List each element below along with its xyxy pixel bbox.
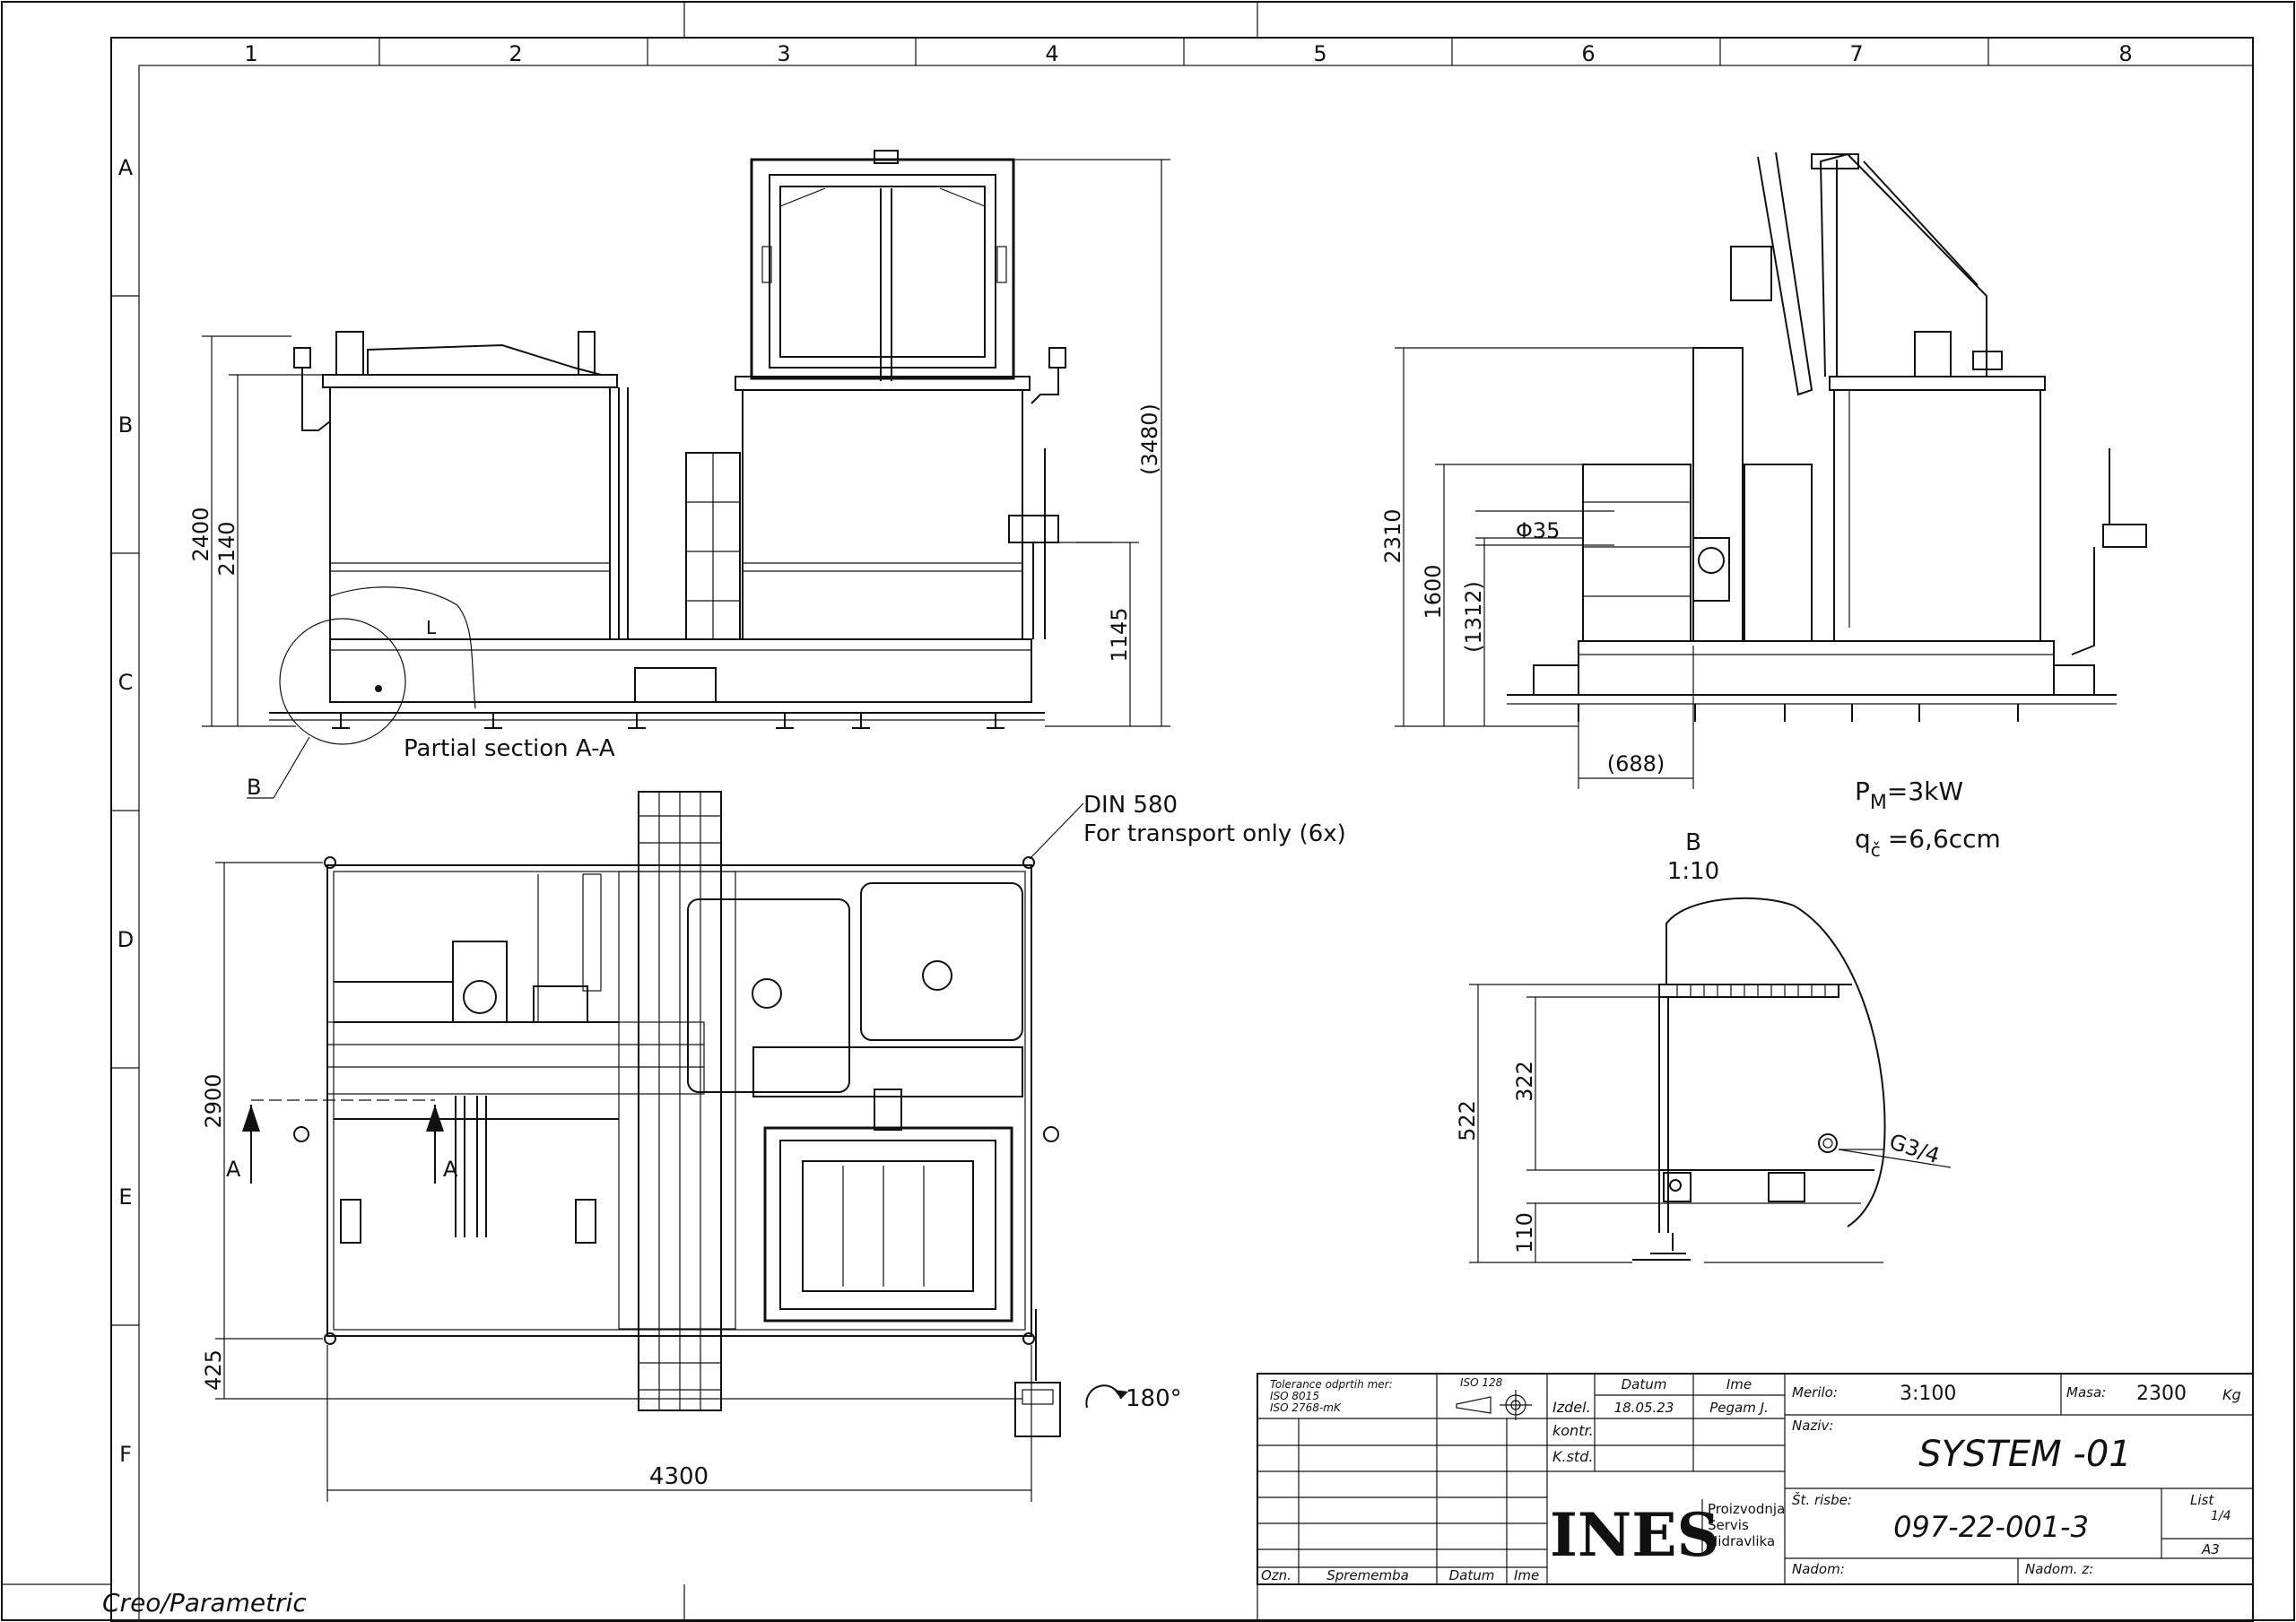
col-ime: Ime: [1726, 1376, 1752, 1392]
front-view: L B Partial section A-: [188, 150, 1170, 800]
detail-callout-b: B: [247, 775, 261, 800]
row-label: C: [118, 670, 134, 695]
masa-unit: Kg: [2222, 1386, 2241, 1403]
rev-ime: Ime: [1514, 1567, 1539, 1583]
detail-b-label: B: [1685, 829, 1701, 856]
column-label: 7: [1849, 41, 1863, 66]
transport-note: For transport only (6x): [1083, 820, 1346, 847]
section-mark: L: [426, 617, 437, 638]
motor-power: PM=3kW: [1855, 776, 1963, 814]
tolerance-line-1: Tolerance odprtih mer:: [1270, 1378, 1393, 1391]
dim-688: (688): [1607, 751, 1665, 776]
rev-ozn: Ozn.: [1261, 1567, 1292, 1583]
column-label: 2: [509, 41, 522, 66]
column-label: 6: [1581, 41, 1595, 66]
dim-1600: 1600: [1421, 564, 1446, 619]
row-label: F: [119, 1442, 132, 1467]
company-line-2: Servis: [1708, 1517, 1749, 1533]
st-risbe-label: Št. risbe:: [1792, 1491, 1852, 1508]
section-a-right: A: [443, 1157, 458, 1182]
din-580-note: DIN 580: [1083, 792, 1178, 819]
plan-dimension-lines: [215, 862, 1032, 1502]
row-label: E: [118, 1184, 132, 1210]
side-dimension-lines: [1395, 347, 1695, 789]
thread-g34: G3/4: [1886, 1129, 1943, 1168]
izdel-name: Pegam J.: [1709, 1400, 1769, 1416]
dim-1145: 1145: [1107, 607, 1132, 662]
detail-dimension-lines: [1469, 984, 1659, 1263]
pump-displacement: qč=6,6ccm: [1855, 824, 2001, 861]
detail-b: B 1:10 G3/4: [1455, 829, 1952, 1263]
tolerance-line-3: ISO 2768-mK: [1270, 1401, 1342, 1414]
dim-2900: 2900: [201, 1073, 226, 1128]
dim-2140: 2140: [214, 521, 239, 576]
software-label: Creo/Parametric: [102, 1588, 307, 1618]
iso-projection-label: ISO 128: [1460, 1376, 1503, 1389]
dim-322: 322: [1512, 1061, 1537, 1102]
dim-425: 425: [201, 1349, 226, 1391]
row-kstd: K.std.: [1552, 1448, 1593, 1465]
dim-2400: 2400: [188, 507, 213, 561]
nadom-z-label: Nadom. z:: [2025, 1561, 2093, 1577]
list-value: 1/4: [2211, 1509, 2231, 1523]
section-a-left: A: [226, 1157, 241, 1182]
naziv-label: Naziv:: [1792, 1418, 1833, 1434]
dim-110: 110: [1512, 1212, 1537, 1253]
company-logo: INES: [1550, 1500, 1719, 1570]
row-label: B: [118, 412, 133, 438]
rotation-180: 180°: [1126, 1385, 1182, 1412]
row-izdel: Izdel.: [1552, 1399, 1591, 1416]
plan-view: 180° DIN 580 For transport only (6x) A A…: [201, 791, 1346, 1502]
merilo-label: Merilo:: [1792, 1384, 1838, 1401]
dim-1312: (1312): [1461, 581, 1486, 653]
section-label: Partial section A-A: [404, 735, 615, 762]
front-dimension-lines: [202, 159, 1170, 727]
company-line-1: Proizvodnja: [1708, 1501, 1785, 1517]
column-label: 3: [777, 41, 790, 66]
company-line-3: Hidravlika: [1708, 1533, 1775, 1549]
column-label: 5: [1313, 41, 1326, 66]
dim-4300: 4300: [649, 1463, 709, 1490]
merilo-value: 3:100: [1900, 1383, 1956, 1405]
drawing-title: SYSTEM -01: [1918, 1434, 2131, 1475]
masa-label: Masa:: [2066, 1384, 2106, 1401]
side-view: 2310 1600 (1312) Φ35 (688): [1380, 152, 2147, 789]
title-block: Tolerance odprtih mer: ISO 8015 ISO 2768…: [1257, 1373, 2254, 1585]
column-label: 4: [1045, 41, 1058, 66]
dim-3480: (3480): [1137, 403, 1162, 475]
dim-2310: 2310: [1380, 508, 1405, 563]
masa-value: 2300: [2136, 1383, 2187, 1405]
column-label: 8: [2118, 41, 2132, 66]
col-datum: Datum: [1622, 1376, 1667, 1392]
nadom-label: Nadom:: [1792, 1561, 1845, 1577]
projection-symbol-icon: [1456, 1390, 1532, 1420]
izdel-date: 18.05.23: [1614, 1400, 1674, 1416]
tolerance-line-2: ISO 8015: [1270, 1390, 1319, 1402]
dim-diameter-35: Φ35: [1516, 518, 1560, 543]
rev-sprememba: Sprememba: [1326, 1567, 1409, 1583]
format-a3: A3: [2201, 1541, 2220, 1557]
row-label: A: [118, 155, 134, 180]
list-label: List: [2190, 1492, 2214, 1508]
specs: PM=3kW qč=6,6ccm: [1855, 776, 2001, 861]
dim-522: 522: [1455, 1100, 1480, 1141]
drawing-number: 097-22-001-3: [1893, 1510, 2089, 1544]
row-label: D: [117, 927, 134, 952]
detail-b-scale: 1:10: [1667, 858, 1719, 885]
rev-datum: Datum: [1449, 1567, 1495, 1583]
column-label: 1: [244, 41, 257, 66]
row-kontr: kontr.: [1552, 1422, 1594, 1439]
